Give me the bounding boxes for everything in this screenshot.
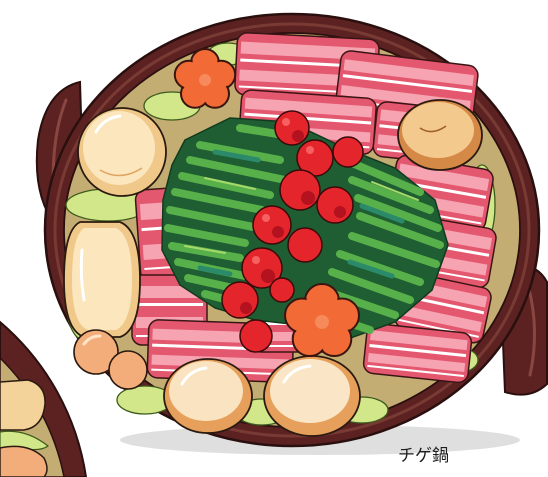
side-pot-tofu bbox=[0, 379, 46, 431]
carrot-flower-bottom bbox=[284, 283, 360, 357]
fish-cake-bottom-right bbox=[263, 355, 361, 437]
green-onion-stalk bbox=[171, 188, 266, 214]
carrot-center bbox=[199, 74, 211, 86]
kimchi-piece bbox=[279, 169, 321, 211]
fish-cake-face bbox=[169, 361, 243, 421]
green-onion-stalk bbox=[178, 172, 274, 199]
orange-ball-shine bbox=[82, 334, 102, 346]
pork-stripe bbox=[136, 303, 203, 306]
kimchi-shade bbox=[240, 302, 252, 314]
kimchi-shading bbox=[240, 130, 346, 314]
kimchi-shade bbox=[292, 130, 304, 142]
kimchi-piece bbox=[239, 319, 273, 353]
side-pot-carrot bbox=[0, 445, 48, 477]
kimchi-piece bbox=[252, 205, 292, 245]
green-onion-stalk bbox=[356, 212, 444, 249]
kimchi-piece bbox=[287, 227, 323, 263]
kimchi bbox=[221, 110, 364, 353]
green-onion-stalk bbox=[186, 156, 289, 184]
green-onion-stalk bbox=[336, 250, 424, 286]
green-onion-highlight bbox=[204, 177, 256, 190]
carrot-center bbox=[315, 315, 329, 329]
fish-cake-line bbox=[419, 125, 447, 133]
tofu-round bbox=[77, 107, 167, 197]
kimchi-piece bbox=[269, 277, 295, 303]
kimchi-piece bbox=[332, 136, 364, 168]
pot-rim-inner-edge bbox=[53, 22, 531, 438]
pork-stripe bbox=[370, 330, 468, 351]
kimchi-piece bbox=[274, 110, 310, 146]
green-onion-accents bbox=[197, 149, 405, 279]
tofu-block-face bbox=[72, 228, 132, 330]
kimchi-shade bbox=[272, 226, 284, 238]
fish-cake-bottom-left bbox=[163, 358, 253, 434]
orange-balls bbox=[73, 329, 148, 390]
green-onion-stalk bbox=[348, 232, 440, 268]
pork-stripe bbox=[369, 344, 467, 358]
tofu-round-shine bbox=[94, 114, 122, 134]
pork-slice bbox=[362, 322, 473, 384]
kimchi-shade bbox=[334, 206, 346, 218]
tofu-block-shine bbox=[79, 248, 86, 302]
pork-stripe bbox=[367, 364, 464, 378]
green-onion-highlight bbox=[184, 245, 226, 254]
green-onion-stalk bbox=[341, 156, 424, 196]
right-handle-highlight bbox=[526, 283, 536, 377]
orange-ball bbox=[108, 350, 148, 390]
kimchi-highlight bbox=[282, 118, 290, 126]
pork-stripe bbox=[343, 59, 474, 86]
green-onion-stalk bbox=[168, 242, 244, 262]
dish-caption: チゲ鍋 bbox=[398, 446, 449, 466]
tofu-round-line bbox=[99, 167, 143, 177]
carrot-flower-top bbox=[173, 48, 237, 109]
pork-stripe bbox=[367, 352, 466, 373]
fish-cake-top bbox=[397, 99, 483, 171]
pork-stripe bbox=[399, 305, 482, 332]
side-pot bbox=[0, 320, 88, 477]
kimchi-highlight bbox=[262, 214, 270, 222]
green-onion-stalk bbox=[348, 176, 434, 214]
green-onion-highlights bbox=[184, 177, 419, 254]
pork-stripe bbox=[403, 294, 485, 315]
green-onion-stalk bbox=[164, 224, 249, 247]
kimchi-piece bbox=[316, 186, 354, 224]
kimchi-shade bbox=[261, 269, 275, 283]
pork-stripe bbox=[244, 112, 372, 125]
green-onion-stalk bbox=[166, 206, 262, 232]
green-onion-stalk bbox=[196, 141, 284, 164]
green-onion-accent bbox=[347, 259, 395, 279]
pork-stripe bbox=[397, 180, 487, 199]
pork-stripe bbox=[398, 163, 490, 191]
green-onion-accent bbox=[212, 149, 261, 163]
pork-stripe bbox=[244, 97, 373, 118]
green-onion-stalk bbox=[328, 268, 414, 304]
pork-stripe bbox=[342, 74, 473, 93]
tofu-block bbox=[63, 221, 141, 338]
kimchi-piece bbox=[221, 281, 259, 319]
kimchi-highlights bbox=[252, 118, 314, 264]
kimchi-highlight bbox=[252, 256, 260, 264]
kimchi-highlight bbox=[306, 146, 314, 154]
fish-cake-face bbox=[270, 359, 350, 423]
green-onion-accent bbox=[359, 203, 405, 224]
tofu-round-face bbox=[83, 111, 155, 185]
green-onion-highlight bbox=[371, 181, 419, 201]
green-onion-accent bbox=[197, 265, 233, 277]
fish-cake-shine bbox=[180, 366, 208, 386]
green-onion-stalk bbox=[354, 194, 442, 232]
kimchi-shade bbox=[301, 191, 315, 205]
fish-cake-shine bbox=[282, 364, 312, 384]
